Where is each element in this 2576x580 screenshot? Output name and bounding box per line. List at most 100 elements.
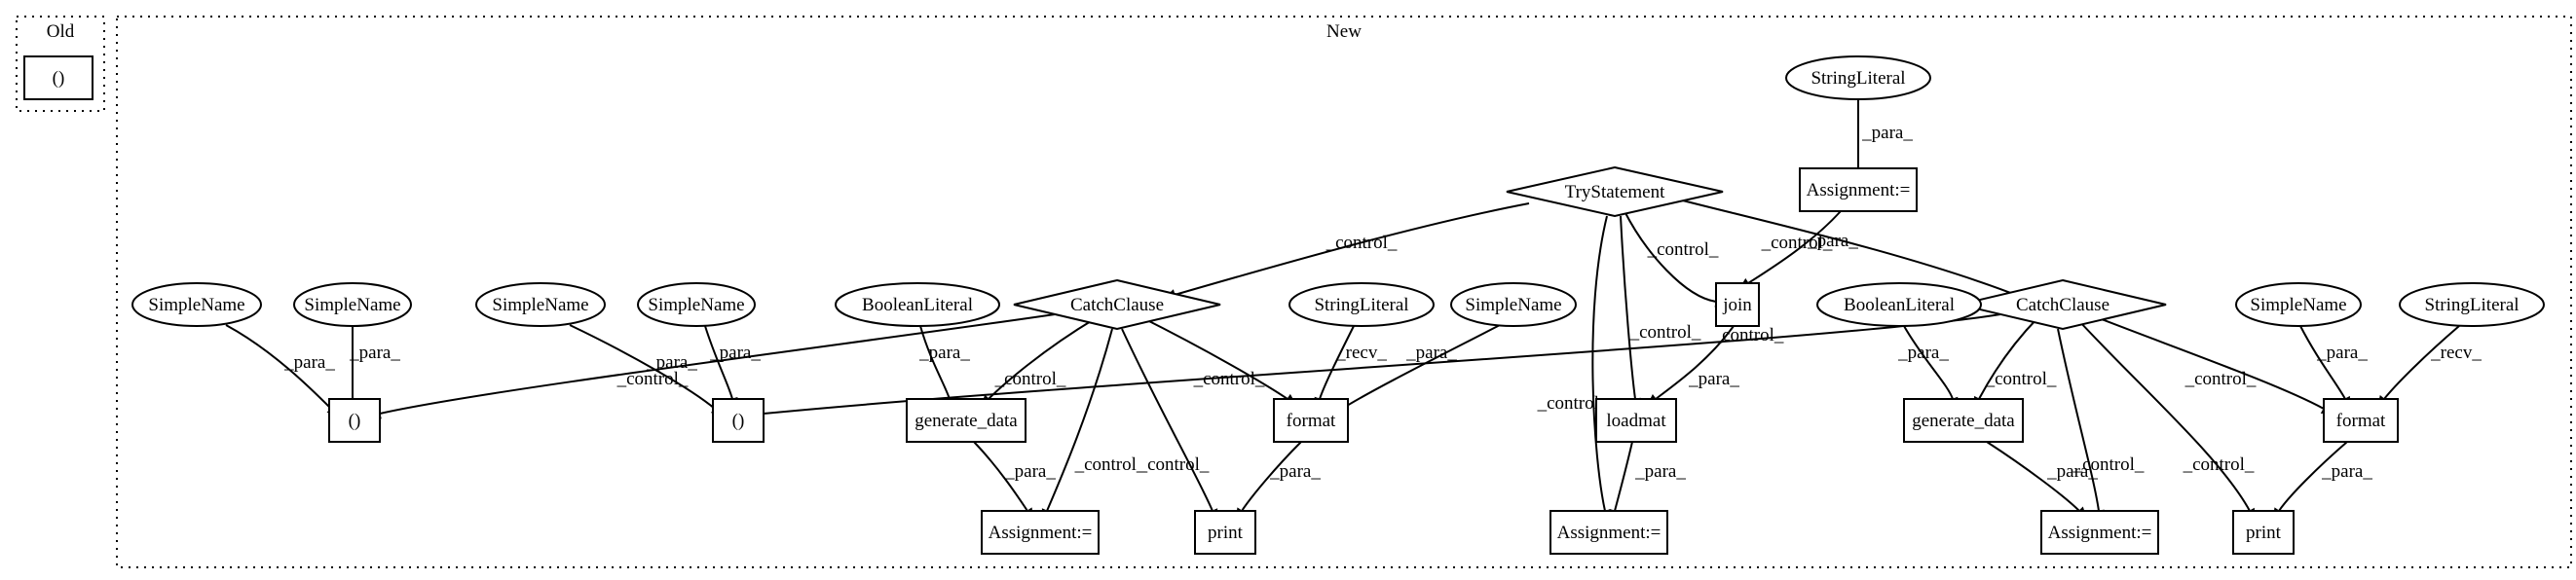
edge-line [2078,320,2251,512]
node-paren1: () [328,398,381,443]
node-gen1-label: generate_data [915,411,1018,431]
node-assign-top-shape [1799,167,1918,212]
edge-line [1591,215,1608,512]
edge-try-to-join: _control_ [1624,210,1727,308]
node-sn5-shape [1450,282,1577,327]
edge-line [1121,328,1213,512]
node-bool1-shape [835,282,1000,327]
node-sl-right: StringLiteral [2399,282,2545,327]
edge-label: _para_ [2321,461,2372,482]
edge-line [973,441,1028,512]
node-sn5-label: SimpleName [1465,295,1561,315]
edge-label: _control_ [1712,325,1784,345]
edge-label: _para_ [1861,123,1913,143]
edge-catch1-to-format1: _control_ [1139,315,1297,406]
edge-line [569,324,716,410]
node-gen2: generate_data [1903,398,2024,443]
node-print1-label: print [1208,523,1244,543]
node-gen1-shape [906,398,1027,443]
node-sl-mid: StringLiteral [1288,282,1435,327]
edge-layer: _para__para__control__control__control__… [225,99,2482,523]
node-paren1-shape [328,398,381,443]
node-old-paren-shape [23,55,93,100]
node-print2: print [2232,510,2295,555]
edge-line [704,325,733,400]
node-sn1-shape [131,282,262,327]
node-assign1: Assignment:= [981,510,1100,555]
edge-label: _recv_ [2430,343,2482,363]
edge-label: _para_ [918,343,970,363]
edge-line [1978,317,2038,400]
node-join-label: join [1722,295,1752,315]
edge-line [1747,210,1842,284]
edge-line [919,325,951,400]
edge-line [1674,198,2022,298]
edge-format1-to-print1: _para_ [1235,441,1321,521]
node-paren1-label: () [349,411,361,431]
edge-label: _para_ [709,343,761,363]
edge-label: _para_ [1269,461,1321,482]
edge-line [1620,215,1636,400]
edge-line [225,324,332,410]
edge-line [1341,324,1501,410]
node-layer: ()StringLiteralAssignment:=TryStatementC… [23,55,2545,555]
node-sn1: SimpleName [131,282,262,327]
edge-catch2-to-assign2: _control_ [2057,328,2145,523]
node-assign-top-label: Assignment:= [1807,180,1911,200]
node-gen1: generate_data [906,398,1027,443]
edge-line [2383,325,2460,400]
node-format1-label: format [1287,411,1336,431]
edge-label: _recv_ [1335,343,1387,363]
node-bool2-shape [1816,282,1982,327]
edge-gen2-to-assign2: _para_ [1986,441,2098,519]
node-sn5: SimpleName [1450,282,1577,327]
node-old-paren-label: () [53,68,65,89]
node-assign-top: Assignment:= [1799,167,1918,212]
node-loadmat-shape [1595,398,1677,443]
edge-catch2-to-print2: _control_ [2078,320,2256,521]
edge-line [2057,328,2100,512]
node-join-shape [1715,282,1760,327]
edge-label: _control_ [1325,233,1398,253]
edge-catch1-to-gen1: _control_ [981,317,1097,407]
node-paren2: () [712,398,765,443]
node-bool1-label: BooleanLiteral [862,295,973,315]
edge-line [1174,202,1530,296]
node-assign1-label: Assignment:= [989,523,1093,543]
node-catch2: CatchClause [1959,278,2167,331]
node-assign1-shape [981,510,1100,555]
edge-label: _control_ [1985,369,2057,389]
edge-label: _para_ [2046,461,2098,482]
node-format2: format [2323,398,2399,443]
edge-line [1986,441,2080,512]
node-sl-mid-shape [1288,282,1435,327]
edge-label: _para_ [1688,369,1739,389]
node-join: join [1715,282,1760,327]
node-sl-top-shape [1785,55,1931,100]
node-loadmat-label: loadmat [1606,411,1666,431]
node-catch1-shape [1013,278,1221,331]
edge-sn4-to-paren2: _para_ [704,325,761,410]
node-sn1-label: SimpleName [148,295,244,315]
edge-label: _control_ [1537,393,1609,414]
edge-line [1903,325,1954,400]
edge-sn6-to-format2: _para_ [2299,325,2368,409]
edge-line [1614,441,1633,512]
node-assign2-shape [2040,510,2159,555]
edge-line [1139,315,1288,400]
edge-line [2299,325,2346,400]
edge-label: _control_ [1629,322,1701,343]
edge-line [1319,325,1355,400]
node-sn2-label: SimpleName [304,295,400,315]
node-sl-top: StringLiteral [1785,55,1931,100]
node-bool1: BooleanLiteral [835,282,1000,327]
node-sn3-label: SimpleName [492,295,588,315]
edge-format2-to-print2: _para_ [2272,441,2372,521]
cluster-new-label: New [1326,21,1362,42]
edge-sn1-to-paren1: _para_ [225,324,339,417]
edge-line [1046,328,1113,512]
edge-label: _control_ [616,369,689,389]
node-try: TryStatement [1506,165,1724,218]
edge-label: _para_ [1897,343,1949,363]
edge-label: _control_ [1647,239,1719,260]
